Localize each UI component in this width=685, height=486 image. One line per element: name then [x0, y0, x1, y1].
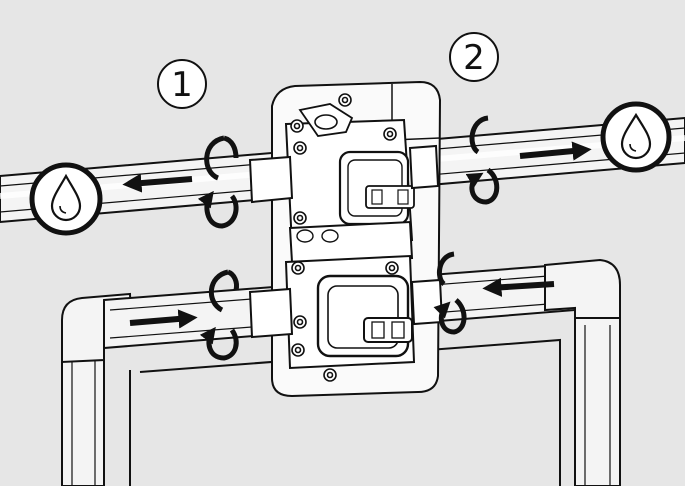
rotate-arrow-icon: [209, 269, 239, 361]
valve-body: [271, 80, 442, 398]
svg-text:2: 2: [463, 38, 485, 78]
flow-arrow-icon: [122, 173, 193, 193]
rotate-arrow-icon: [439, 251, 467, 335]
rotate-arrow-icon: [472, 115, 500, 205]
upper-couplings: [248, 144, 440, 204]
flow-arrow-icon: [482, 277, 555, 297]
svg-text:1: 1: [171, 65, 193, 105]
water-drop-icon: [29, 162, 103, 236]
step-label-2: 2: [449, 32, 499, 82]
rotate-arrow-icon: [207, 135, 239, 229]
step-label-1: 1: [157, 59, 207, 109]
flow-arrow-icon: [519, 141, 592, 161]
flow-arrow-icon: [129, 309, 198, 329]
water-drop-icon: [600, 101, 672, 173]
